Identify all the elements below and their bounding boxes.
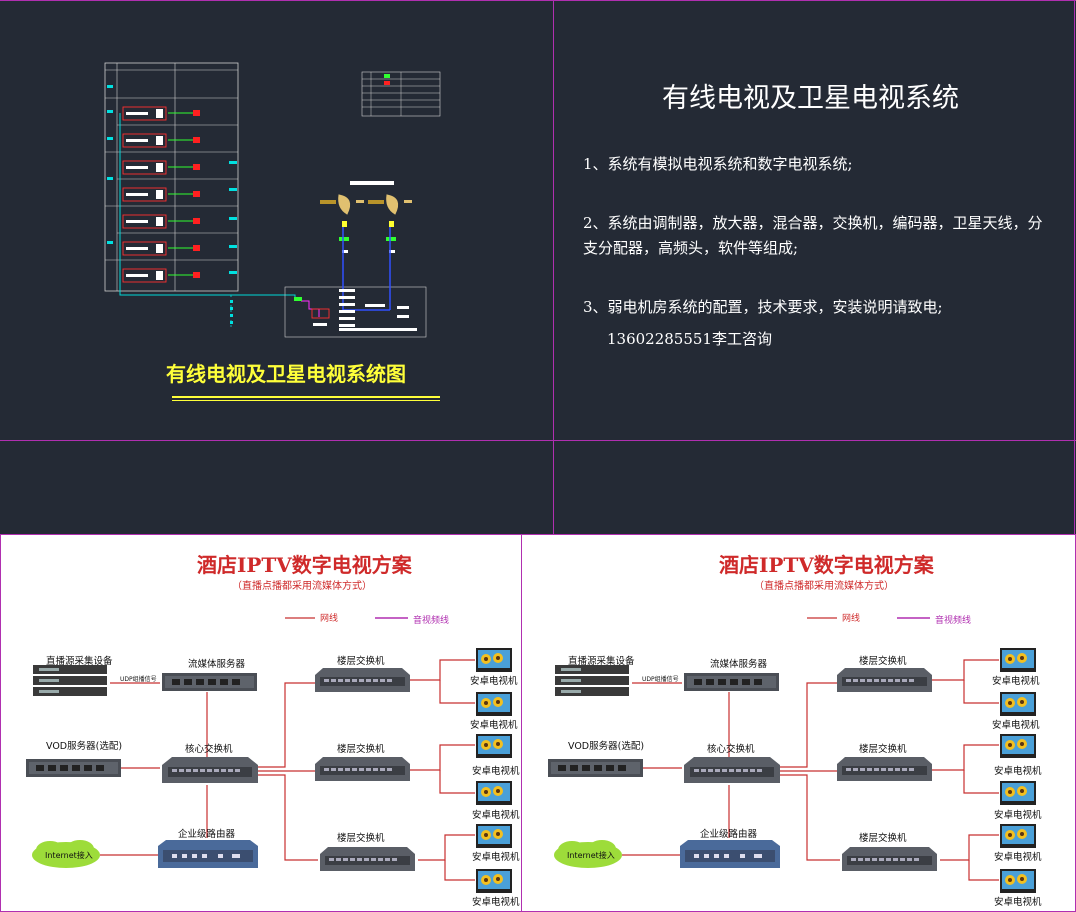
tv-label: 安卓电视机 [470, 720, 518, 731]
vod-server-label: VOD服务器(选配) [568, 741, 645, 752]
iptv-subtitle: （直播点播都采用流媒体方式） [754, 581, 894, 592]
internet-label: Internet接入 [45, 851, 93, 860]
frame-line-bottom-top [0, 534, 1076, 535]
router-label: 企业级路由器 [700, 829, 758, 840]
system-title: 有线电视及卫星电视系统 [662, 83, 959, 114]
tv-label: 安卓电视机 [472, 852, 520, 863]
core-switch-label: 核心交换机 [185, 744, 233, 755]
cable-tv-system-drawing [104, 62, 441, 338]
router-label: 企业级路由器 [178, 829, 236, 840]
frame-line-vertical-top [553, 0, 554, 534]
floor-switch-label-3: 楼层交换机 [337, 833, 385, 844]
legend-network: 网线 [320, 614, 339, 624]
system-item-2: 2、系统由调制器，放大器，混合器，交换机，编码器，卫星天线，分支分配器，高频头，… [583, 214, 1043, 257]
iptv-network-diagram [26, 617, 512, 893]
iptv-panel-right: 酒店IPTV数字电视方案 （直播点播都采用流媒体方式） 网线 音视频线 直播源采… [522, 535, 1075, 911]
tv-label: 安卓电视机 [472, 897, 520, 908]
iptv-title: 酒店IPTV数字电视方案 [719, 553, 934, 577]
frame-line-top [0, 0, 1076, 1]
legend-network: 网线 [842, 614, 861, 624]
title-underline [172, 396, 440, 398]
signal-label: UDP组播信号 [120, 676, 157, 683]
tv-label: 安卓电视机 [992, 720, 1040, 731]
frame-line-right [1074, 0, 1075, 534]
tv-icon [1000, 648, 1036, 893]
title-underline-thin [172, 400, 440, 401]
tv-label: 安卓电视机 [472, 810, 520, 821]
iptv-title: 酒店IPTV数字电视方案 [197, 553, 412, 577]
frame-line-middle [0, 440, 1076, 441]
legend-av: 音视频线 [935, 616, 972, 626]
diagram-title: 有线电视及卫星电视系统图 [166, 362, 406, 386]
streaming-server-label: 流媒体服务器 [710, 659, 768, 670]
tv-label: 安卓电视机 [994, 852, 1042, 863]
floor-switch-label-3: 楼层交换机 [859, 833, 907, 844]
frame-line-bottom-left [0, 534, 1, 912]
floor-switch-label-2: 楼层交换机 [337, 744, 385, 755]
internet-label: Internet接入 [567, 851, 615, 860]
iptv-network-diagram [548, 617, 1036, 893]
signal-label: UDP组播信号 [642, 676, 679, 683]
iptv-subtitle: （直播点播都采用流媒体方式） [232, 581, 372, 592]
floor-switch-label-1: 楼层交换机 [337, 656, 385, 667]
tv-label: 安卓电视机 [994, 897, 1042, 908]
tv-label: 安卓电视机 [472, 766, 520, 777]
tv-icon [476, 648, 512, 893]
floor-switch-label-2: 楼层交换机 [859, 744, 907, 755]
legend-av: 音视频线 [413, 616, 450, 626]
system-item-3: 3、弱电机房系统的配置，技术要求，安装说明请致电; [583, 298, 943, 316]
streaming-server-label: 流媒体服务器 [188, 659, 246, 670]
iptv-panel-left: 酒店IPTV数字电视方案 （直播点播都采用流媒体方式） 网线 音视频线 直播源采… [0, 535, 521, 911]
floor-switch-label-1: 楼层交换机 [859, 656, 907, 667]
tv-label: 安卓电视机 [992, 676, 1040, 687]
tv-label: 安卓电视机 [994, 766, 1042, 777]
live-source-label: 直播源采集设备 [568, 656, 635, 667]
system-item-1: 1、系统有模拟电视系统和数字电视系统; [583, 155, 853, 173]
contact-phone: 13602285551李工咨询 [607, 330, 772, 348]
frame-line-bottom-vertical [521, 534, 522, 912]
cad-background [0, 0, 1076, 534]
tv-label: 安卓电视机 [994, 810, 1042, 821]
tv-label: 安卓电视机 [470, 676, 518, 687]
vod-server-label: VOD服务器(选配) [46, 741, 123, 752]
core-switch-label: 核心交换机 [707, 744, 755, 755]
live-source-label: 直播源采集设备 [46, 656, 113, 667]
